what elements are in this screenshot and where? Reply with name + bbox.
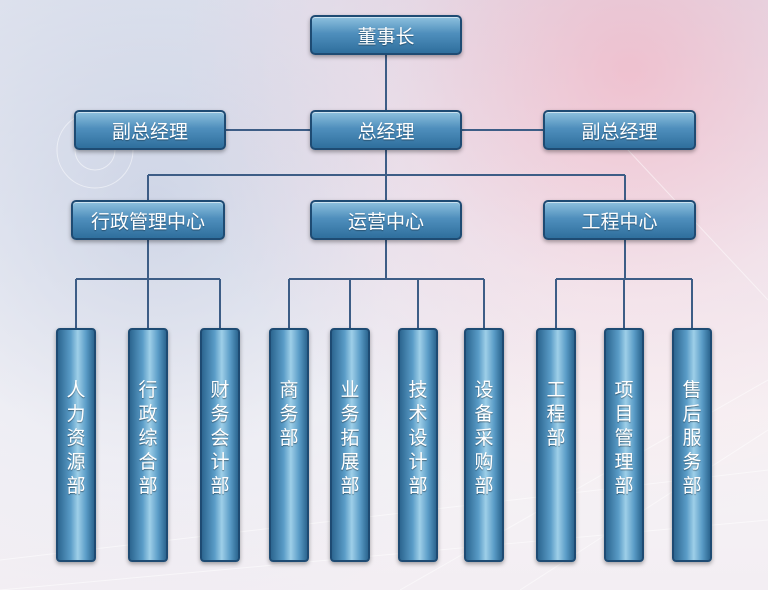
- chairman-node: 董事长: [310, 15, 462, 55]
- dept-engineering-label: 工程部: [546, 379, 566, 449]
- dept-finance-label: 财务会计部: [210, 379, 230, 497]
- dept-bizdev-node: 业务拓展部: [330, 328, 370, 562]
- chairman-label: 董事长: [357, 25, 415, 48]
- vp-right-node: 副总经理: [543, 110, 696, 150]
- center-admin-node: 行政管理中心: [71, 200, 225, 240]
- center-engineering-label: 工程中心: [581, 210, 658, 233]
- dept-commerce-label: 商务部: [279, 379, 299, 449]
- gm-label: 总经理: [357, 120, 415, 143]
- dept-finance-node: 财务会计部: [200, 328, 240, 562]
- vp-left-label: 副总经理: [111, 120, 188, 143]
- dept-project-mgmt-label: 项目管理部: [614, 379, 634, 497]
- dept-tech-design-node: 技术设计部: [398, 328, 438, 562]
- dept-commerce-node: 商务部: [269, 328, 309, 562]
- dept-hr-node: 人力资源部: [56, 328, 96, 562]
- dept-hr-label: 人力资源部: [66, 379, 86, 497]
- gm-node: 总经理: [310, 110, 462, 150]
- dept-after-sales-node: 售后服务部: [672, 328, 712, 562]
- dept-bizdev-label: 业务拓展部: [340, 379, 360, 497]
- dept-admin-general-node: 行政综合部: [128, 328, 168, 562]
- vp-right-label: 副总经理: [581, 120, 658, 143]
- center-operations-label: 运营中心: [347, 210, 424, 233]
- vp-left-node: 副总经理: [74, 110, 226, 150]
- dept-admin-general-label: 行政综合部: [138, 379, 158, 497]
- dept-engineering-node: 工程部: [536, 328, 576, 562]
- center-engineering-node: 工程中心: [543, 200, 696, 240]
- dept-project-mgmt-node: 项目管理部: [604, 328, 644, 562]
- dept-after-sales-label: 售后服务部: [682, 379, 702, 497]
- dept-procurement-label: 设备采购部: [474, 379, 494, 497]
- dept-procurement-node: 设备采购部: [464, 328, 504, 562]
- center-operations-node: 运营中心: [310, 200, 462, 240]
- dept-tech-design-label: 技术设计部: [408, 379, 428, 497]
- center-admin-label: 行政管理中心: [90, 210, 205, 233]
